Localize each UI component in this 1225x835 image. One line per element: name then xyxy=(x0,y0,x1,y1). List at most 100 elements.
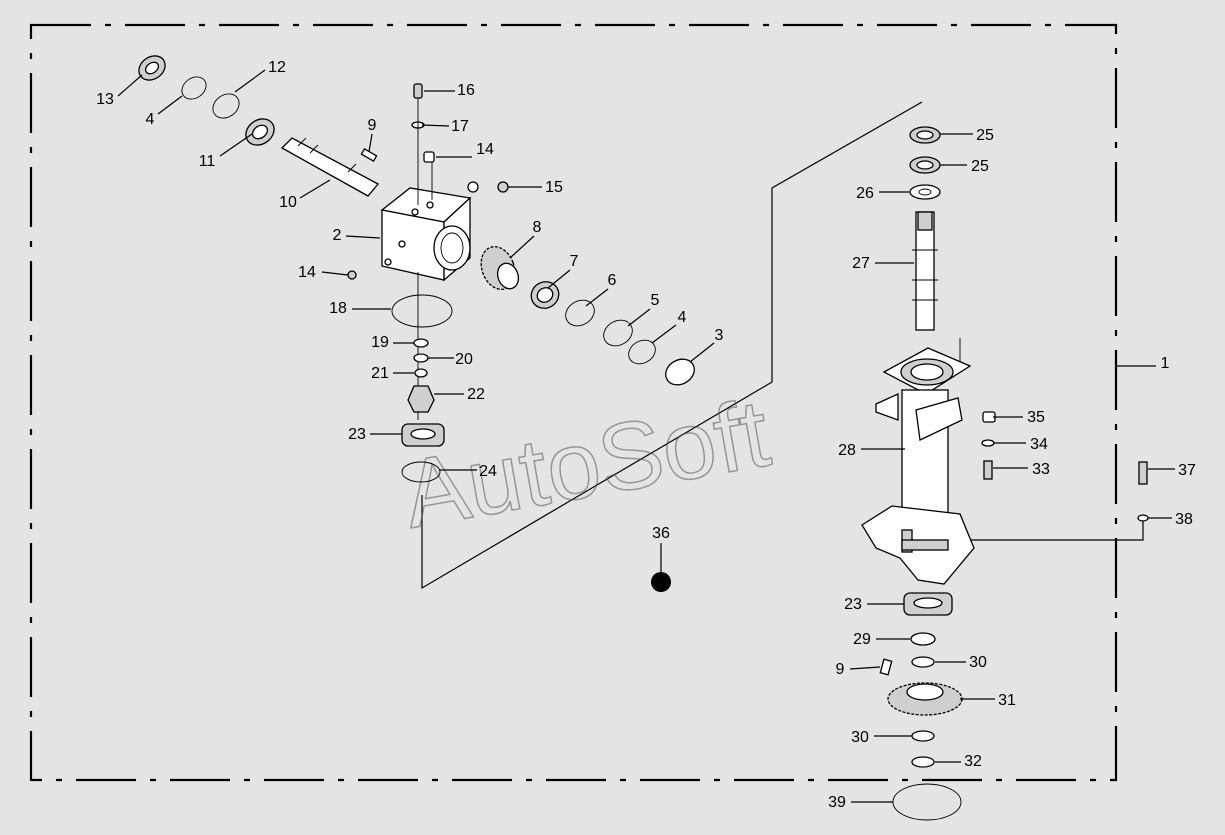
callout-label-c19: 19 xyxy=(371,334,389,351)
part-26-washer xyxy=(909,184,941,200)
part-20-washer xyxy=(413,353,429,363)
gearbox-housing-group xyxy=(347,83,509,420)
part-14-plug-front xyxy=(347,270,357,280)
part-16-plug xyxy=(413,83,423,99)
callout-label-c4a: 4 xyxy=(146,111,155,128)
callout-label-c33: 33 xyxy=(1032,461,1050,478)
callout-label-c30a: 30 xyxy=(969,654,987,671)
callout-label-c35: 35 xyxy=(1027,409,1045,426)
callout-leader-c4b xyxy=(651,324,677,344)
callout-leader-c10 xyxy=(299,179,331,199)
part-19-washer xyxy=(413,338,429,348)
callout-label-c37: 37 xyxy=(1178,462,1196,479)
callout-label-c14b: 14 xyxy=(298,264,316,281)
part-33-bolt xyxy=(983,460,993,480)
callout-leader-c14b xyxy=(321,271,349,276)
callout-label-c11: 11 xyxy=(199,153,216,170)
callout-label-c26: 26 xyxy=(856,185,874,202)
part-9-key xyxy=(360,148,378,162)
callout-label-c15: 15 xyxy=(545,179,563,196)
callout-label-c9b: 9 xyxy=(836,661,845,678)
svg-text:AutoSoft: AutoSoft xyxy=(396,379,777,548)
callout-leader-c7 xyxy=(547,269,571,289)
callout-label-c10: 10 xyxy=(279,194,297,211)
callout-label-c39: 39 xyxy=(828,794,846,811)
callout-label-c2: 2 xyxy=(333,227,342,244)
callout-label-c36: 36 xyxy=(652,525,670,542)
part-12-ring xyxy=(212,93,240,119)
part-39-ring xyxy=(892,783,962,821)
part-37-bolt xyxy=(1138,461,1148,485)
part-29-ring xyxy=(910,632,936,646)
part-11-bearing-inner xyxy=(251,124,269,140)
part-14-plug-top xyxy=(423,151,435,163)
callout-label-c9a: 9 xyxy=(368,117,377,134)
callout-leader-c12 xyxy=(234,69,266,93)
part-18-o-ring xyxy=(391,294,453,328)
part-4-circlip-2 xyxy=(628,339,656,365)
callout-label-c3: 3 xyxy=(715,327,724,344)
callout-leader-c3 xyxy=(689,342,715,363)
callout-label-c16: 16 xyxy=(457,82,475,99)
assembly-link-line xyxy=(421,101,923,590)
part-34-washer xyxy=(981,439,995,447)
callout-label-c31: 31 xyxy=(998,692,1016,709)
callout-leader-c4a xyxy=(157,95,183,115)
callout-label-c1: 1 xyxy=(1161,355,1170,372)
part-38-washer xyxy=(1137,514,1149,522)
callout-label-c27: 27 xyxy=(852,255,870,272)
callout-leader-c11 xyxy=(219,133,253,157)
part-30-washer-2 xyxy=(911,730,935,742)
callout-leader-c2 xyxy=(345,235,381,239)
callout-label-c14a: 14 xyxy=(476,141,494,158)
part-5-ring xyxy=(603,319,633,347)
callout-label-c7: 7 xyxy=(570,253,579,270)
pinion-stack-group xyxy=(391,294,453,483)
callout-label-c29: 29 xyxy=(853,631,871,648)
callout-label-c38: 38 xyxy=(1175,511,1193,528)
part-30-washer xyxy=(911,656,935,668)
callout-leader-c13 xyxy=(117,74,143,97)
callout-label-c25a: 25 xyxy=(976,127,994,144)
part-10-shaft xyxy=(280,137,380,197)
callout-label-c34: 34 xyxy=(1030,436,1048,453)
callout-leader-c6 xyxy=(585,288,609,307)
part-6-ring xyxy=(565,299,595,327)
part-13-seal-inner xyxy=(144,61,160,75)
callout-label-c28: 28 xyxy=(838,442,856,459)
callout-leader-c5 xyxy=(627,308,651,327)
part-21-washer xyxy=(414,368,428,378)
bolt-link-line xyxy=(960,520,1144,541)
callout-label-c23b: 23 xyxy=(844,596,862,613)
part-3-seal xyxy=(665,358,695,386)
part-14-plug-side xyxy=(467,181,479,193)
callout-label-c20: 20 xyxy=(455,351,473,368)
part-32-washer xyxy=(911,756,935,768)
callout-label-c24: 24 xyxy=(479,463,497,480)
callout-label-c18: 18 xyxy=(329,300,347,317)
callout-label-c23a: 23 xyxy=(348,426,366,443)
callout-label-c17: 17 xyxy=(451,118,469,135)
callout-leader-c8 xyxy=(509,235,535,259)
callout-label-c13: 13 xyxy=(96,91,114,108)
part-4-circlip xyxy=(181,76,207,100)
assembly-frame xyxy=(29,23,1118,782)
watermark: AutoSoft xyxy=(395,379,778,550)
part-24-ring xyxy=(401,461,441,483)
callout-label-c22: 22 xyxy=(467,386,485,403)
tower-group xyxy=(861,126,1149,821)
callout-leader-c9b xyxy=(849,666,881,670)
part-9-key-lower xyxy=(879,658,893,676)
part-15-plug xyxy=(497,181,509,193)
output-gear-group xyxy=(480,245,695,386)
callout-label-c25b: 25 xyxy=(971,158,989,175)
callout-label-c30b: 30 xyxy=(851,729,869,746)
part-36-grease xyxy=(651,572,671,592)
callout-label-c8: 8 xyxy=(533,219,542,236)
callout-label-c5: 5 xyxy=(651,292,660,309)
callout-label-c12: 12 xyxy=(268,59,286,76)
part-22-bevel-pinion xyxy=(407,385,435,413)
